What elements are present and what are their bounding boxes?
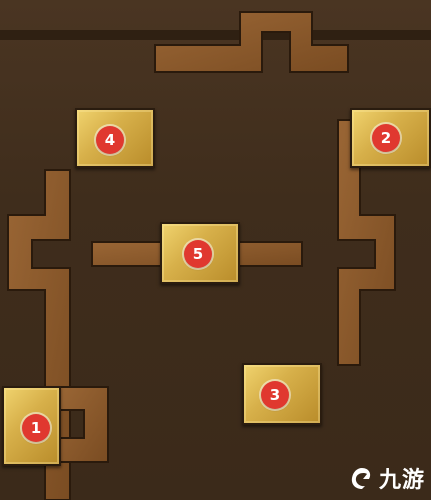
tile-2-number: 2	[372, 124, 400, 152]
tile-3[interactable]: 3	[242, 363, 322, 425]
tile-1-number: 1	[22, 414, 50, 442]
tile-2[interactable]: 2	[350, 108, 431, 168]
tile-4[interactable]: 4	[75, 108, 155, 168]
right-groove	[337, 119, 396, 366]
tile-5[interactable]: 5	[160, 222, 240, 284]
tile-4-number: 4	[96, 126, 124, 154]
top-notch-groove	[154, 11, 349, 73]
tile-1[interactable]: 1	[2, 386, 61, 466]
watermark-logo: 九游	[349, 462, 425, 494]
tile-3-number: 3	[261, 381, 289, 409]
tile-5-number: 5	[184, 240, 212, 268]
top-rail	[0, 30, 431, 40]
watermark-swirl-icon	[351, 468, 371, 489]
watermark-text: 九游	[378, 468, 425, 493]
